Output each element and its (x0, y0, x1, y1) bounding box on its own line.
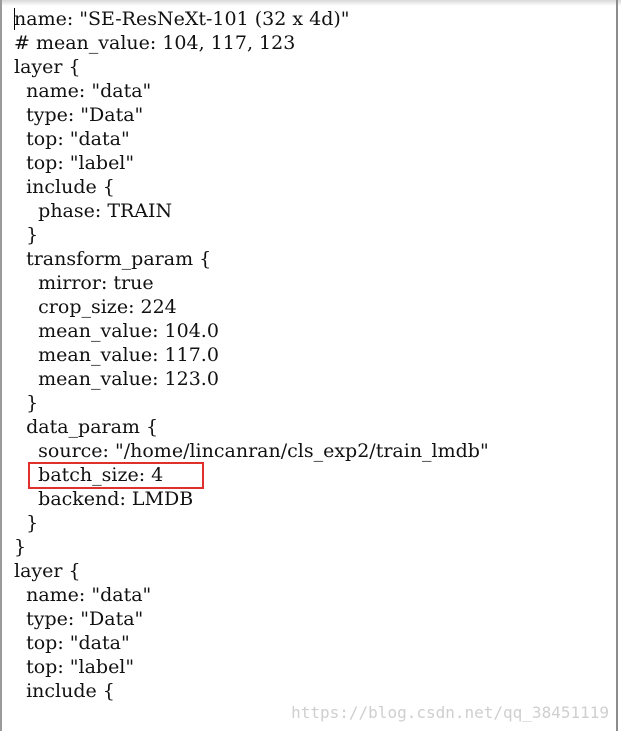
code-editor[interactable]: name: "SE-ResNeXt-101 (32 x 4d)" # mean_… (14, 7, 610, 703)
code-line[interactable]: name: "data" (14, 80, 152, 102)
code-line[interactable]: mirror: true (14, 272, 154, 294)
code-line[interactable]: top: "data" (14, 632, 130, 654)
code-line[interactable]: } (14, 224, 39, 246)
left-border (0, 0, 2, 731)
code-line[interactable]: name: "data" (14, 584, 152, 606)
code-line[interactable]: top: "label" (14, 656, 135, 678)
text-cursor (14, 8, 15, 30)
code-line[interactable]: layer { (14, 56, 81, 78)
code-line[interactable]: transform_param { (14, 248, 212, 270)
top-edge (0, 0, 621, 6)
code-line[interactable]: include { (14, 176, 115, 198)
code-line[interactable]: } (14, 536, 27, 558)
code-line[interactable]: top: "label" (14, 152, 135, 174)
batch-size-highlight-box (28, 462, 204, 489)
watermark-text: https://blog.csdn.net/qq_38451119 (291, 703, 609, 722)
code-line[interactable]: top: "data" (14, 128, 130, 150)
code-line[interactable]: data_param { (14, 416, 159, 438)
code-line[interactable]: layer { (14, 560, 81, 582)
right-border (616, 0, 618, 731)
code-line[interactable]: backend: LMDB (14, 488, 194, 510)
code-line[interactable]: type: "Data" (14, 608, 144, 630)
code-line[interactable]: include { (14, 680, 115, 702)
code-line[interactable]: } (14, 512, 39, 534)
code-line[interactable]: phase: TRAIN (14, 200, 173, 222)
code-line[interactable]: crop_size: 224 (14, 296, 177, 318)
code-line[interactable]: mean_value: 104.0 (14, 320, 219, 342)
code-line[interactable]: mean_value: 117.0 (14, 344, 219, 366)
code-line-batch-size[interactable]: batch_size: 4 (14, 464, 164, 486)
code-line[interactable]: # mean_value: 104, 117, 123 (14, 32, 296, 54)
code-line[interactable]: type: "Data" (14, 104, 144, 126)
code-line[interactable]: source: "/home/lincanran/cls_exp2/train_… (14, 440, 489, 462)
code-line[interactable]: mean_value: 123.0 (14, 368, 219, 390)
code-line[interactable]: } (14, 392, 39, 414)
code-line[interactable]: name: "SE-ResNeXt-101 (32 x 4d)" (14, 8, 350, 30)
